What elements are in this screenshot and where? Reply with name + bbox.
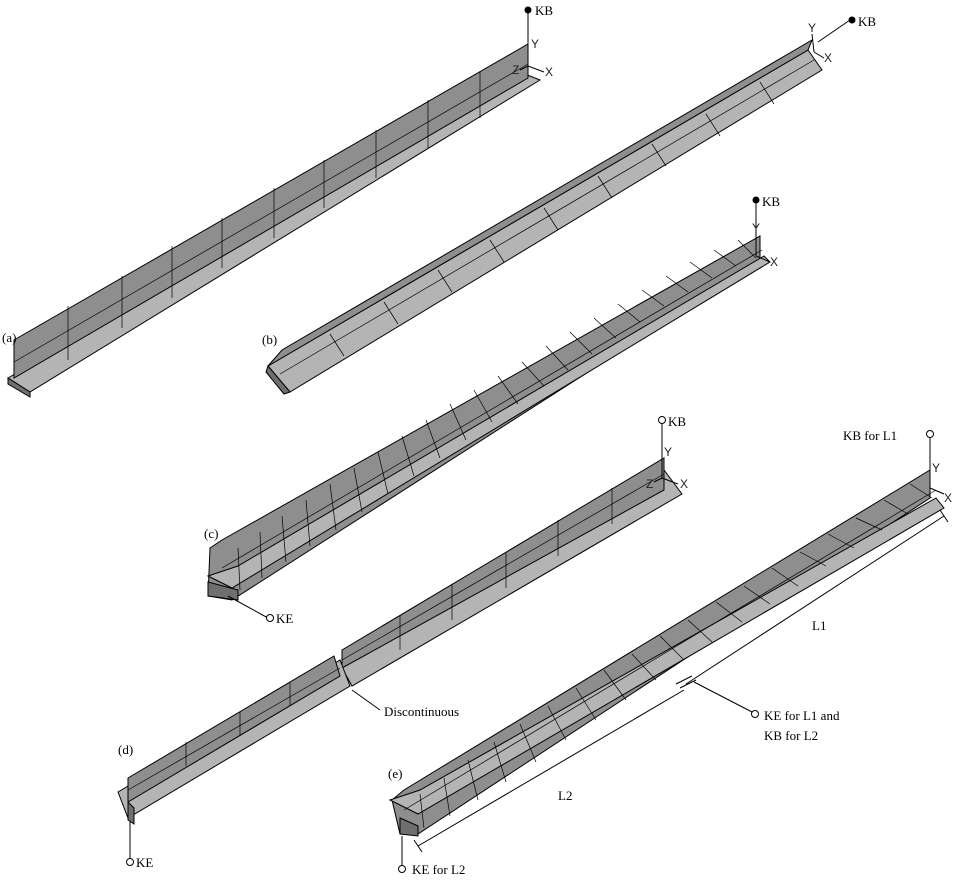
label-a: (a) xyxy=(2,330,16,345)
axis-x-label-b: X xyxy=(824,51,832,65)
axis-z-label-d: Z xyxy=(646,477,653,491)
kb-label-a: KB xyxy=(535,3,553,18)
keypoint-ke-c: KE xyxy=(227,595,293,626)
keypoint-ke-l1-kb-l2: KE for L1 and KB for L2 xyxy=(693,681,840,743)
l1-label: L1 xyxy=(812,618,826,633)
axis-x-label-c: X xyxy=(770,255,778,269)
axes-b: Y X xyxy=(808,21,832,65)
axis-z-label-a: Z xyxy=(512,63,519,77)
axis-x-label-d: X xyxy=(680,477,688,491)
axis-x-label-e: X xyxy=(944,491,952,505)
ke-l1-label-line1: KE for L1 and xyxy=(764,708,840,723)
axes-d: Y X Z xyxy=(646,445,688,491)
ke-l1-label-line2: KB for L2 xyxy=(764,728,818,743)
ke-l2-label: KE for L2 xyxy=(412,862,465,877)
keypoint-ke-d: KE xyxy=(126,822,153,870)
keypoint-kb-c: KB xyxy=(752,194,780,236)
axis-y-label-b: Y xyxy=(808,21,816,35)
ke-label-c: KE xyxy=(276,611,293,626)
beam-d-left xyxy=(117,655,351,825)
keypoint-ke-l2: KE for L2 xyxy=(398,836,465,877)
ke-label-d: KE xyxy=(136,855,153,870)
kb-label-b: KB xyxy=(858,14,876,29)
discontinuous-annotation: Discontinuous xyxy=(351,689,459,719)
dimension-l1: L1 xyxy=(685,509,949,685)
keypoint-kb-b: KB xyxy=(817,14,876,43)
axis-y-label-e: Y xyxy=(932,461,940,475)
axis-y-label-a: Y xyxy=(531,37,539,51)
axes-a: Y X Z xyxy=(512,37,553,79)
axis-x-label-a: X xyxy=(545,65,553,79)
dimension-l2: L2 xyxy=(413,689,685,853)
discontinuous-label: Discontinuous xyxy=(384,704,459,719)
beam-a xyxy=(7,43,542,398)
keypoint-kb-a: KB xyxy=(524,3,553,44)
axes-e: Y X xyxy=(929,461,952,505)
beam-e xyxy=(388,469,945,837)
keypoint-kb-l1: KB for L1 xyxy=(843,428,934,470)
beam-d-right xyxy=(341,457,683,687)
label-b: (b) xyxy=(262,332,277,347)
kb-label-c: KB xyxy=(762,194,780,209)
beam-c xyxy=(206,235,771,601)
l2-label: L2 xyxy=(558,788,572,803)
kb-label-d: KB xyxy=(668,414,686,429)
axis-y-label-d: Y xyxy=(664,445,672,459)
beam-b xyxy=(265,38,823,395)
label-d: (d) xyxy=(118,742,133,757)
kb-l1-label: KB for L1 xyxy=(843,428,897,443)
axis-y-label-c: Y xyxy=(752,221,760,235)
keypoint-kb-d: KB xyxy=(658,414,686,458)
label-e: (e) xyxy=(388,766,402,781)
axes-c: Y X xyxy=(752,221,778,269)
label-c: (c) xyxy=(204,526,218,541)
